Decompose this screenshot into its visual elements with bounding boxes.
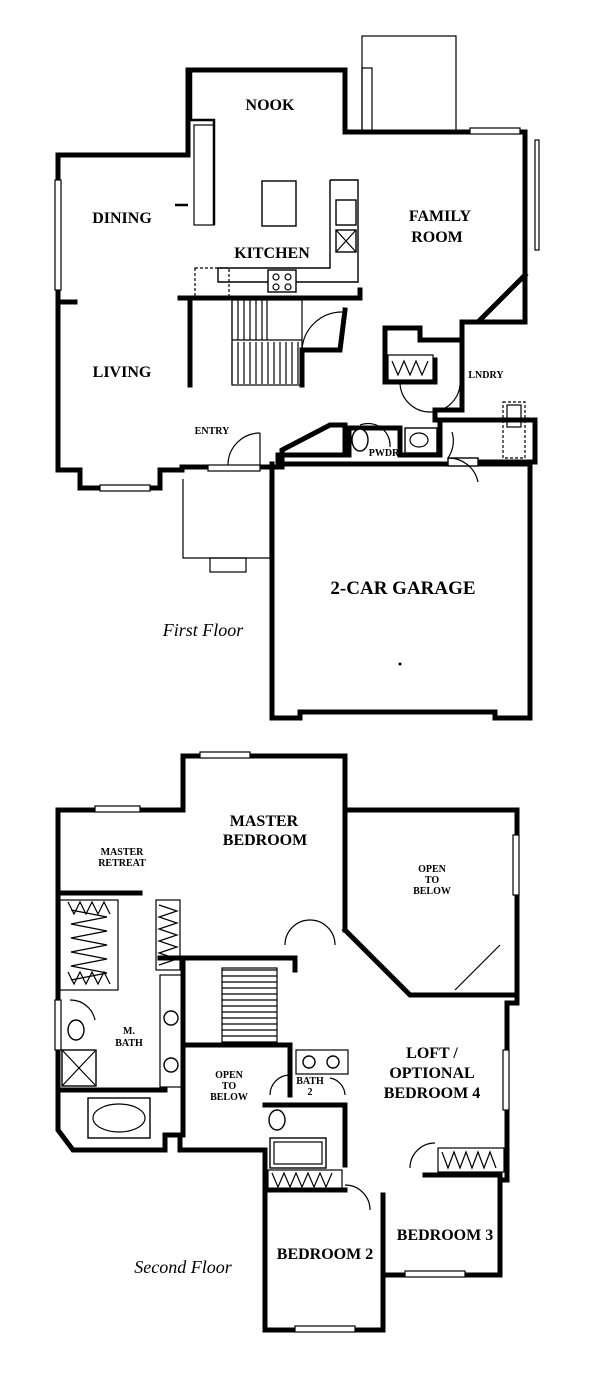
second-floor-plan: MASTER BEDROOM MASTER RETREAT OPEN TO BE… [54,751,520,1333]
room-label-loft-line3: BEDROOM 4 [384,1085,480,1102]
room-label-open-upper-line1: OPEN [418,864,447,875]
master-sink-2 [163,1057,179,1073]
bath2-toilet [268,1109,286,1131]
room-label-master-line1: MASTER [230,813,299,830]
room-label-loft-line2: OPTIONAL [389,1065,474,1082]
room-label-mbath-line1: M. [123,1026,135,1037]
master-closet-2 [155,899,181,971]
room-label-dining: DINING [92,210,152,227]
room-label-open-stair-line1: OPEN [215,1070,244,1081]
master-toilet [67,1019,85,1041]
room-label-family-line1: FAMILY [409,208,472,225]
room-label-open-upper-line2: TO [425,875,439,886]
room-label-powder: PWDR [369,448,400,459]
room-label-living: LIVING [93,364,152,381]
room-label-nook: NOOK [246,97,295,114]
kitchen-sink [335,199,357,226]
room-label-master-line2: BEDROOM [223,832,307,849]
room-label-entry: ENTRY [195,426,230,437]
second-floor-caption: Second Floor [134,1257,232,1277]
hall-closet [267,1169,343,1191]
room-label-retreat-line1: MASTER [101,847,145,858]
powder-toilet [351,428,369,452]
room-label-garage: 2-CAR GARAGE [330,578,475,599]
room-label-family-line2: ROOM [411,229,463,246]
room-label-laundry: LNDRY [468,370,504,381]
room-label-mbath-line2: BATH [115,1038,143,1049]
bedroom3-closet [437,1147,505,1173]
bath2-sink-2 [326,1055,340,1069]
room-label-open-stair-line2: TO [222,1081,236,1092]
master-closet [59,899,119,991]
first-floor-plan: NOOK DINING KITCHEN FAMILY ROOM LIVING E… [54,35,540,721]
master-sink-1 [163,1010,179,1026]
room-label-open-upper-line3: BELOW [413,886,451,897]
fireplace-chimney [361,35,457,133]
master-tub [87,1097,151,1139]
first-floor-exterior-wall [185,67,538,465]
bath2-sink-1 [302,1055,316,1069]
first-floor-caption: First Floor [162,620,245,640]
bath2-tub [269,1137,327,1169]
room-label-bath2-line1: BATH [296,1076,324,1087]
room-label-retreat-line2: RETREAT [98,858,146,869]
cooktop [267,269,297,293]
kitchen-island [261,180,297,227]
room-label-loft-line1: LOFT / [406,1045,458,1062]
room-label-kitchen: KITCHEN [234,245,310,262]
room-label-bedroom3: BEDROOM 3 [397,1227,493,1244]
room-label-bedroom2: BEDROOM 2 [277,1246,373,1263]
room-label-bath2-line2: 2 [308,1087,313,1098]
washer-dryer-space [502,401,526,459]
room-label-open-stair-line3: BELOW [210,1092,248,1103]
